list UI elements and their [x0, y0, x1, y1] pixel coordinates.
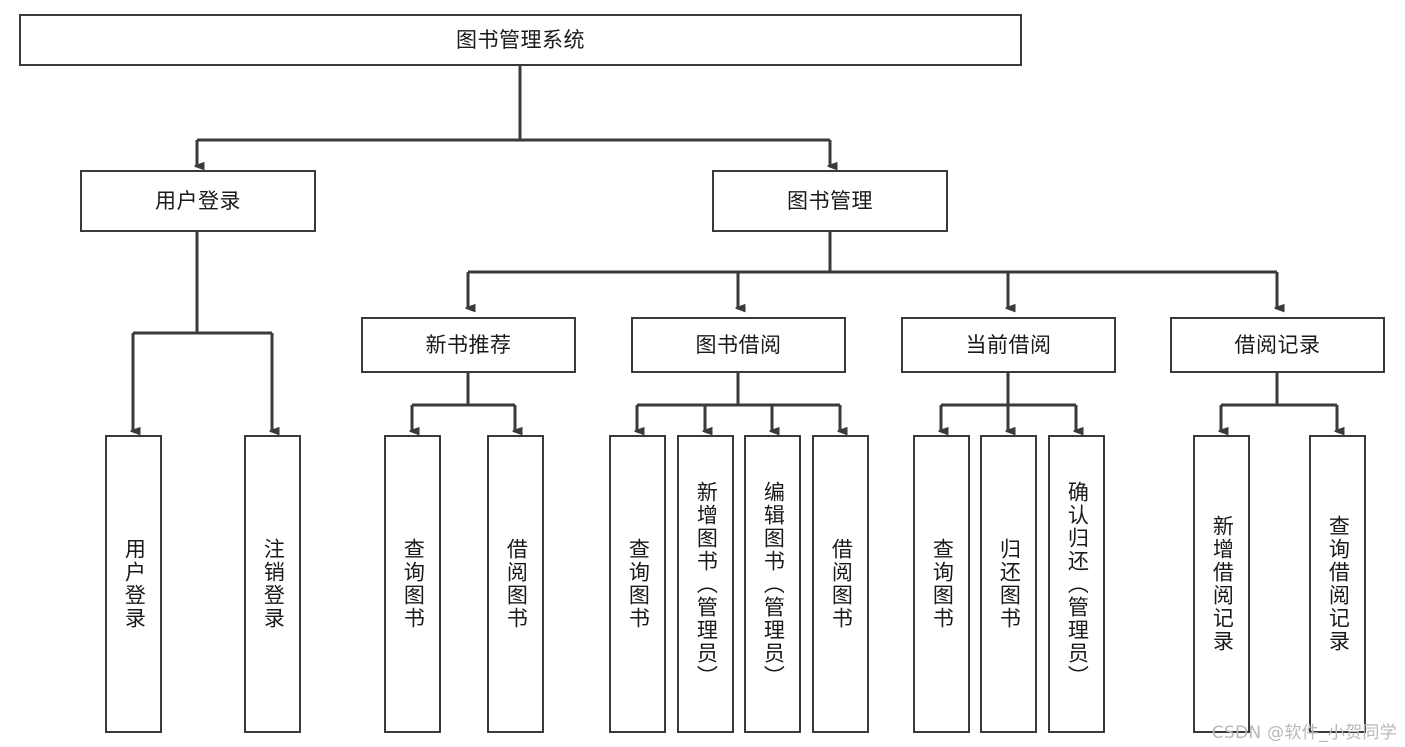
leaf-label: 用户登录	[122, 538, 147, 630]
leaf-label: 查询图书	[930, 538, 955, 630]
node-book-borrow-label: 图书借阅	[695, 332, 782, 357]
leaf-label: 确认归还（管理员）	[1065, 480, 1090, 688]
leaf-book-borrow-1[interactable]: 新增图书（管理员）	[677, 435, 734, 733]
leaf-label: 查询图书	[626, 538, 651, 630]
leaf-label: 查询图书	[401, 538, 426, 630]
leaf-new-book-0[interactable]: 查询图书	[384, 435, 441, 733]
leaf-label: 新增借阅记录	[1210, 515, 1235, 653]
leaf-book-borrow-0[interactable]: 查询图书	[609, 435, 666, 733]
leaf-new-book-1[interactable]: 借阅图书	[487, 435, 544, 733]
node-user-login-label: 用户登录	[155, 188, 241, 213]
node-current-borrow-label: 当前借阅	[965, 332, 1052, 357]
node-book-management-label: 图书管理	[787, 188, 873, 213]
node-root-label: 图书管理系统	[456, 27, 585, 52]
leaf-label: 新增图书（管理员）	[694, 480, 719, 688]
node-new-book-recommend[interactable]: 新书推荐	[361, 317, 576, 373]
leaf-label: 查询借阅记录	[1326, 515, 1351, 653]
leaf-current-borrow-1[interactable]: 归还图书	[980, 435, 1037, 733]
node-user-login[interactable]: 用户登录	[80, 170, 316, 232]
node-current-borrow[interactable]: 当前借阅	[901, 317, 1116, 373]
leaf-label: 借阅图书	[829, 538, 854, 630]
leaf-current-borrow-0[interactable]: 查询图书	[913, 435, 970, 733]
leaf-book-borrow-2[interactable]: 编辑图书（管理员）	[744, 435, 801, 733]
node-borrow-record[interactable]: 借阅记录	[1170, 317, 1385, 373]
leaf-current-borrow-2[interactable]: 确认归还（管理员）	[1048, 435, 1105, 733]
node-book-management[interactable]: 图书管理	[712, 170, 948, 232]
leaf-label: 编辑图书（管理员）	[761, 480, 786, 688]
leaf-label: 注销登录	[261, 538, 286, 630]
leaf-user-login-0[interactable]: 用户登录	[105, 435, 162, 733]
leaf-borrow-record-1[interactable]: 查询借阅记录	[1309, 435, 1366, 733]
node-new-book-recommend-label: 新书推荐	[425, 332, 512, 357]
node-root[interactable]: 图书管理系统	[19, 14, 1022, 66]
leaf-label: 借阅图书	[504, 538, 529, 630]
leaf-label: 归还图书	[997, 538, 1022, 630]
node-book-borrow[interactable]: 图书借阅	[631, 317, 846, 373]
leaf-user-login-1[interactable]: 注销登录	[244, 435, 301, 733]
leaf-borrow-record-0[interactable]: 新增借阅记录	[1193, 435, 1250, 733]
node-borrow-record-label: 借阅记录	[1234, 332, 1321, 357]
leaf-book-borrow-3[interactable]: 借阅图书	[812, 435, 869, 733]
csdn-watermark: CSDN @软件_小贺同学	[1211, 723, 1397, 743]
